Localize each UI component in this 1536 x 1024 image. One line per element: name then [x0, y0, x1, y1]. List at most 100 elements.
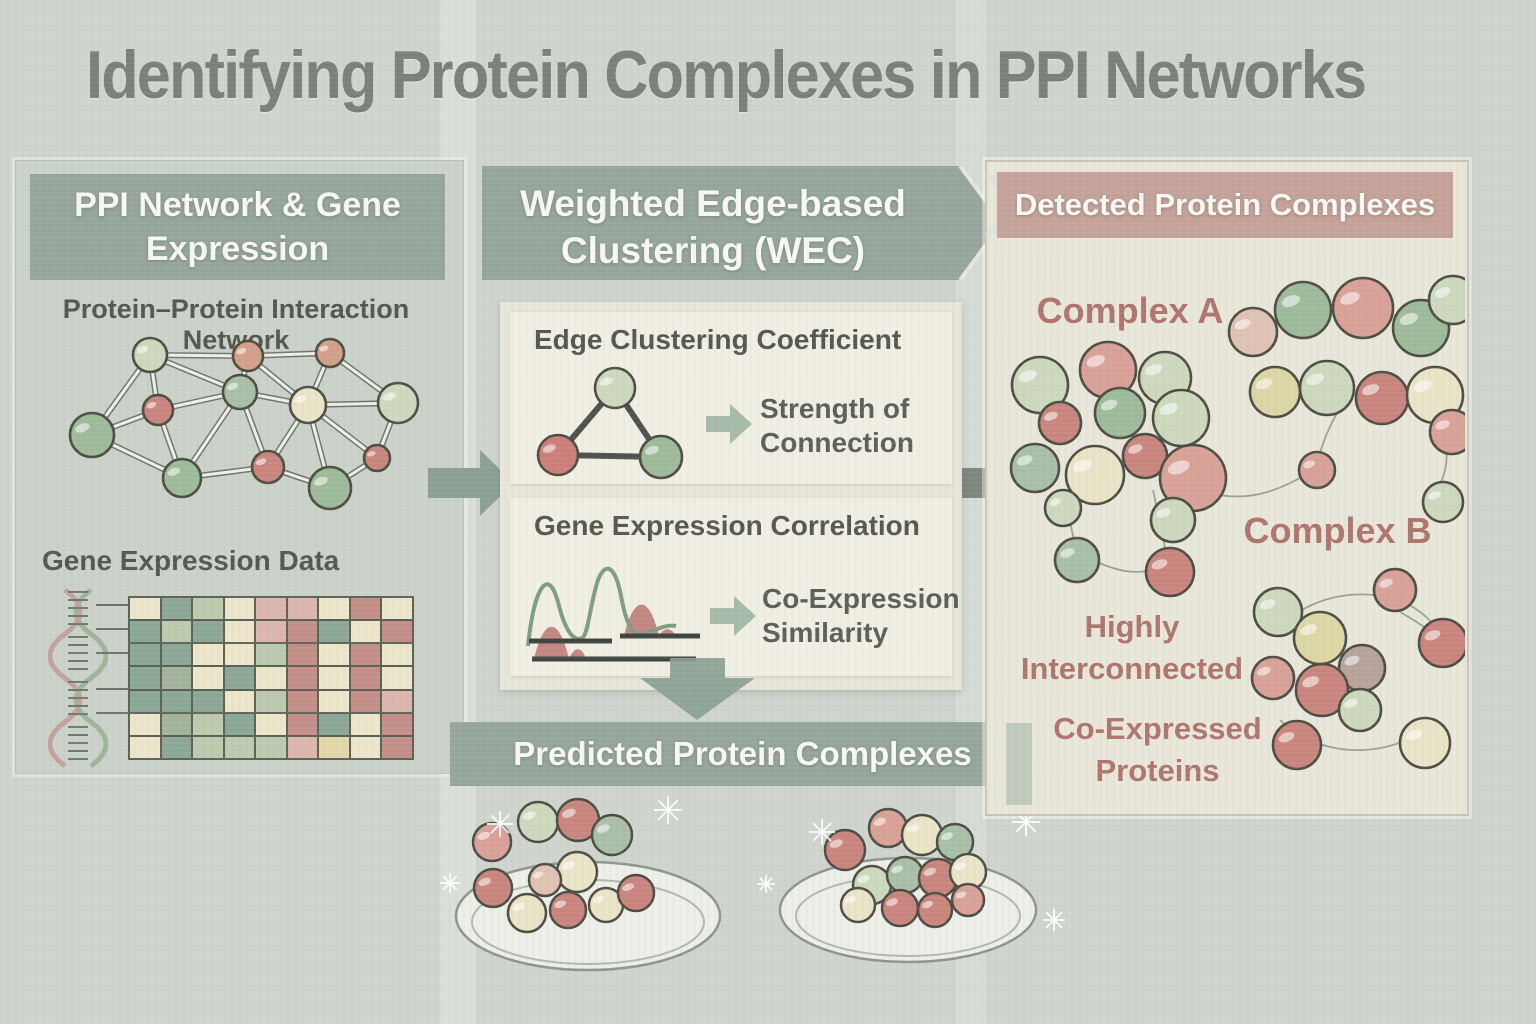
highlight	[1405, 729, 1423, 741]
heatmap-cell	[161, 644, 192, 666]
ppi-network-title: Protein–Protein Interaction Network	[62, 294, 410, 355]
protein-ball	[1271, 719, 1323, 771]
highlight	[532, 871, 544, 879]
protein-ball-body	[1292, 610, 1348, 666]
protein-ball	[867, 807, 909, 849]
heatmap-cell	[161, 667, 192, 689]
highlight	[477, 831, 490, 840]
heatmap-cell	[319, 598, 349, 620]
protein-ball-body	[1252, 586, 1304, 638]
heatmap-cell	[130, 736, 160, 758]
protein-ball-body	[916, 891, 954, 929]
ppi-network-diagram	[68, 336, 420, 511]
protein-ball-body	[839, 886, 877, 924]
highlight	[886, 898, 899, 907]
highlight	[255, 458, 267, 466]
highlight	[923, 867, 936, 876]
highlight	[227, 382, 239, 391]
protein-ball	[1053, 536, 1101, 584]
heatmap-cell	[350, 621, 381, 643]
highlight	[873, 817, 886, 826]
protein-ball-body	[548, 890, 588, 930]
protein-ball	[1250, 655, 1296, 701]
highlight	[829, 839, 843, 848]
protein-ball	[1078, 340, 1138, 400]
highlight	[857, 874, 870, 883]
protein-ball	[1337, 643, 1387, 693]
highlight	[561, 861, 575, 870]
highlight	[1435, 420, 1450, 430]
strength-of-connection-label: Strength of Connection	[760, 393, 914, 459]
heatmap-cell	[350, 690, 381, 712]
highlight	[75, 423, 90, 433]
highlight	[1278, 732, 1295, 743]
heatmap-cell	[193, 736, 223, 758]
protein-ball	[548, 890, 588, 930]
heatmap-cell	[193, 621, 223, 643]
heatmap-cell	[130, 621, 160, 643]
protein-ball-body	[1151, 388, 1211, 448]
protein-ball	[1248, 365, 1302, 419]
heatmap-cell	[287, 736, 318, 758]
highly-interconnected-label: Highly Interconnected	[1020, 609, 1244, 686]
heatmap-cell	[350, 598, 381, 620]
heatmap-cell	[130, 713, 160, 735]
protein-ball-body	[221, 373, 259, 411]
decorative-chip	[1006, 723, 1032, 805]
protein-ball	[314, 337, 346, 369]
heatmap-cell	[382, 736, 412, 758]
protein-ball-body	[1428, 408, 1465, 456]
heatmap-cell	[319, 621, 349, 643]
highlight	[1434, 287, 1451, 298]
protein-ball-body	[616, 873, 656, 913]
highlight	[542, 444, 556, 453]
right-panel	[985, 160, 1469, 816]
protein-ball-body	[1227, 306, 1279, 358]
protein-ball-body	[1144, 546, 1196, 598]
gene-expression-heatmap	[128, 596, 414, 760]
protein-ball	[1294, 662, 1350, 718]
protein-ball-body	[1372, 567, 1418, 613]
gene-correlation-heading: Gene Expression Correlation	[534, 510, 920, 541]
protein-ball	[288, 385, 328, 425]
protein-ball	[1252, 586, 1304, 638]
highlight	[1259, 599, 1276, 610]
highlight	[478, 877, 491, 886]
highlight	[1128, 444, 1143, 454]
protein-ball	[68, 411, 116, 459]
protein-ball	[362, 443, 392, 473]
protein-ball-body	[1271, 719, 1323, 771]
small-arrow-icon	[706, 404, 752, 444]
highlight	[1167, 460, 1190, 475]
protein-ball-body	[307, 465, 353, 511]
heatmap-cell	[224, 667, 255, 689]
heatmap-cell	[224, 644, 255, 666]
protein-ball	[935, 822, 975, 862]
protein-ball	[1427, 274, 1465, 326]
protein-ball	[916, 891, 954, 929]
protein-ball	[307, 465, 353, 511]
highlight	[512, 902, 525, 911]
highlight	[1086, 355, 1105, 367]
protein-ball-body	[950, 882, 986, 918]
protein-ball-body	[1037, 400, 1083, 446]
protein-ball-body	[593, 366, 637, 410]
protein-ball-body	[314, 337, 346, 369]
protein-ball-body	[68, 411, 116, 459]
heatmap-cell	[130, 667, 160, 689]
protein-ball	[527, 862, 563, 898]
protein-ball	[1158, 443, 1228, 513]
sparkle-icon	[657, 799, 679, 821]
protein-ball	[506, 892, 548, 934]
sparkle-icon	[490, 814, 510, 834]
protein-ball-body	[131, 336, 169, 374]
highlight	[1145, 364, 1163, 376]
highlight	[1281, 295, 1300, 307]
protein-ball	[1093, 386, 1147, 440]
protein-ball	[1273, 280, 1333, 340]
heatmap-cell	[382, 690, 412, 712]
gene-correlation-section: Gene Expression Correlation Co-Expressio…	[510, 498, 960, 676]
heatmap-cell	[256, 713, 286, 735]
wec-header-banner	[482, 166, 1002, 280]
highlight	[1072, 459, 1092, 472]
